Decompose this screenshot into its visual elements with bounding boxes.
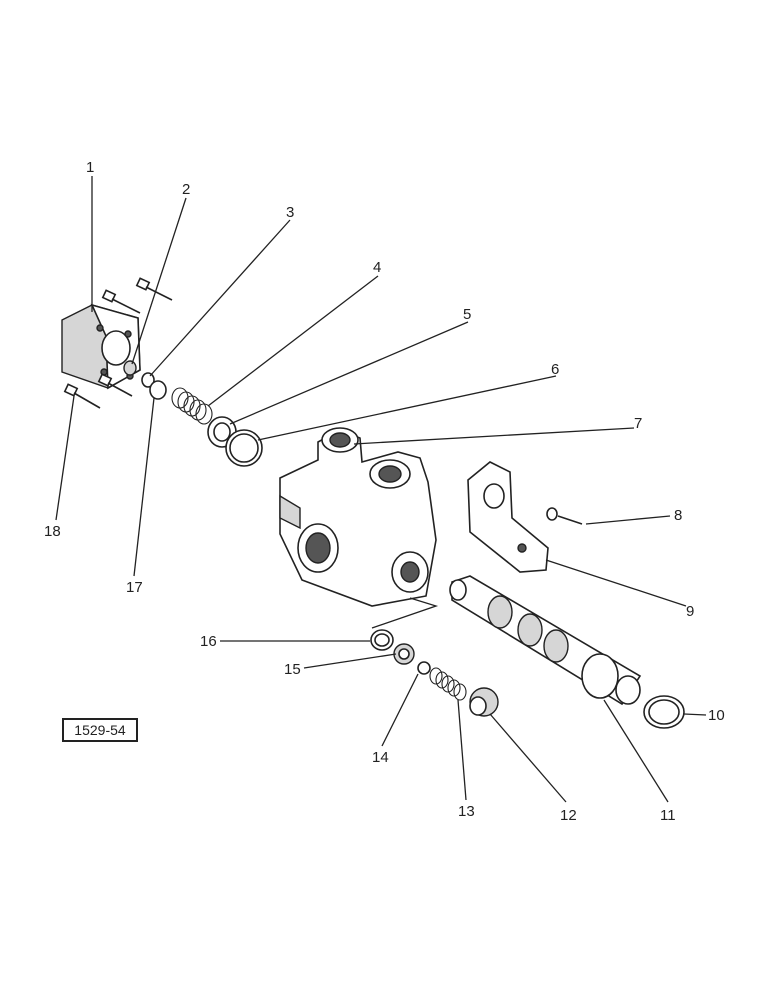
ball-14: [417, 661, 431, 675]
callout-16: 16: [200, 633, 217, 650]
callout-8: 8: [674, 507, 682, 524]
plug-2: [123, 360, 137, 376]
cap-bolt-upper-1: [101, 289, 141, 314]
callout-9: 9: [686, 603, 694, 620]
screw-8: [546, 507, 583, 525]
callout-1: 1: [86, 159, 94, 176]
o-ring-16: [370, 629, 394, 651]
spring-13: [429, 667, 467, 701]
callout-7: 7: [634, 415, 642, 432]
callout-11: 11: [660, 807, 676, 824]
leader-lines: [55, 176, 707, 803]
callout-4: 4: [373, 259, 381, 276]
callout-14: 14: [372, 749, 389, 766]
callout-10: 10: [708, 707, 725, 724]
spool-11: [449, 575, 642, 706]
bracket-9: [467, 461, 549, 573]
callout-3: 3: [286, 204, 294, 221]
callout-12: 12: [560, 807, 577, 824]
callout-18: 18: [44, 523, 61, 540]
o-ring-6: [225, 429, 263, 467]
ring-17: [149, 380, 167, 400]
callout-17: 17: [126, 579, 143, 596]
callout-2: 2: [182, 181, 190, 198]
callout-6: 6: [551, 361, 559, 378]
spring-4: [171, 387, 213, 425]
callouts: 1 2 3 4 5 6 7 8 9 10 11 12 13 14 15 16 1…: [44, 159, 725, 824]
callout-5: 5: [463, 306, 471, 323]
figure-reference-label: 1529-54: [62, 718, 138, 742]
seat-15: [393, 643, 415, 665]
callout-13: 13: [458, 803, 475, 820]
cap-bolt-upper-2: [135, 277, 173, 301]
plug-12: [469, 687, 499, 717]
snap-ring-10: [643, 695, 685, 729]
cap-bolt-18: [63, 383, 101, 409]
cap-bolt-lower-1: [97, 373, 133, 397]
washer-3: [141, 372, 155, 388]
valve-body: [279, 427, 437, 607]
callout-15: 15: [284, 661, 301, 678]
